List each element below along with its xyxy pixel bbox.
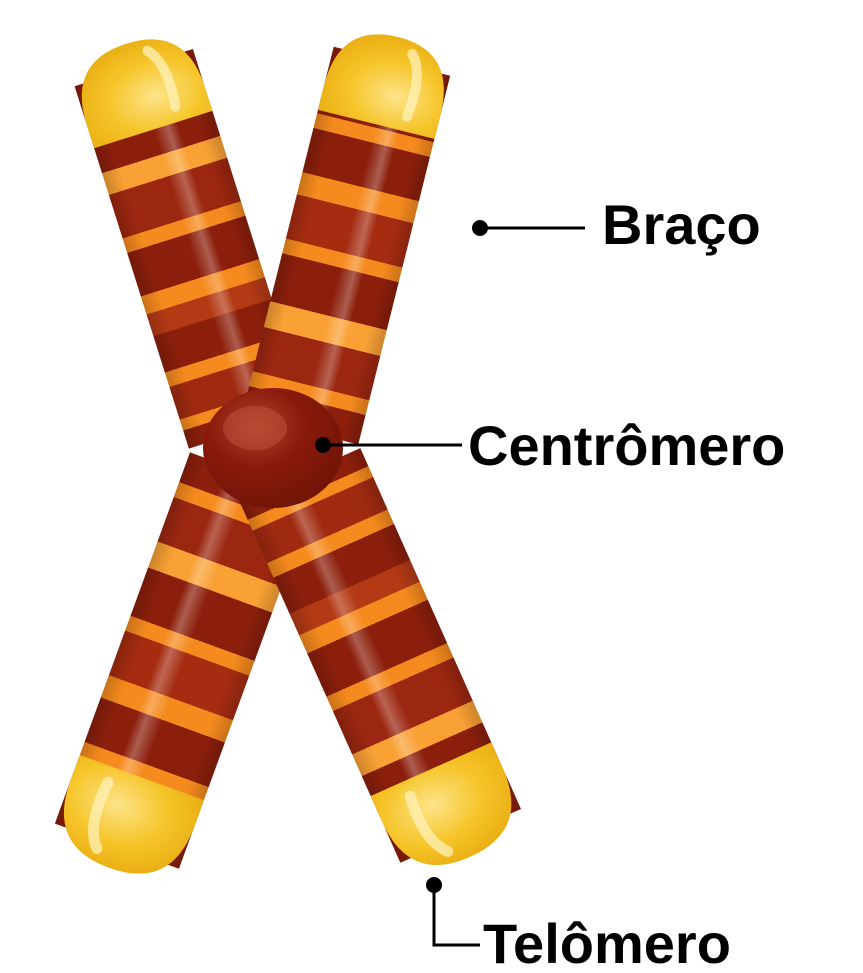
centromere-label: Centrômero (468, 414, 785, 477)
telomere-leader-line (434, 885, 480, 945)
upper-right-arm (242, 23, 456, 445)
arm-label: Braço (602, 193, 761, 256)
centromere-callout: Centrômero (315, 414, 785, 477)
arm-callout: Braço (472, 193, 761, 256)
telomere-label: Telômero (483, 912, 731, 973)
telomere-callout: Telômero (426, 877, 731, 973)
lower-right-arm (240, 448, 531, 884)
